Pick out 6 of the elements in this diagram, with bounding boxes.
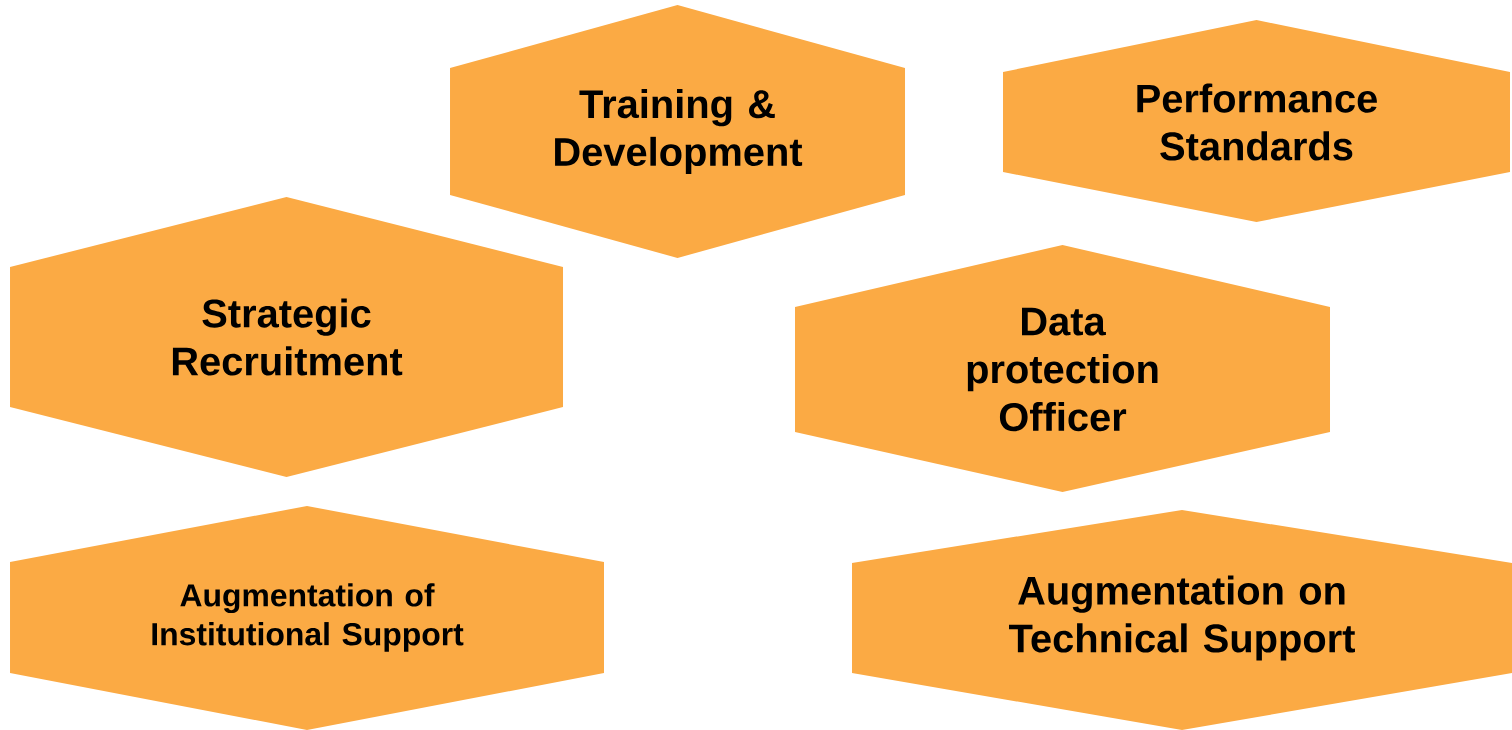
hexagon: Data protection Officer: [795, 245, 1330, 492]
hexagon: Augmentation of Institutional Support: [10, 506, 604, 730]
hexagon: Strategic Recruitment: [10, 197, 563, 477]
hexagon: Performance Standards: [1003, 20, 1510, 222]
hexagon: Training & Development: [450, 5, 905, 258]
hexagon: Augmentation on Technical Support: [852, 510, 1512, 730]
